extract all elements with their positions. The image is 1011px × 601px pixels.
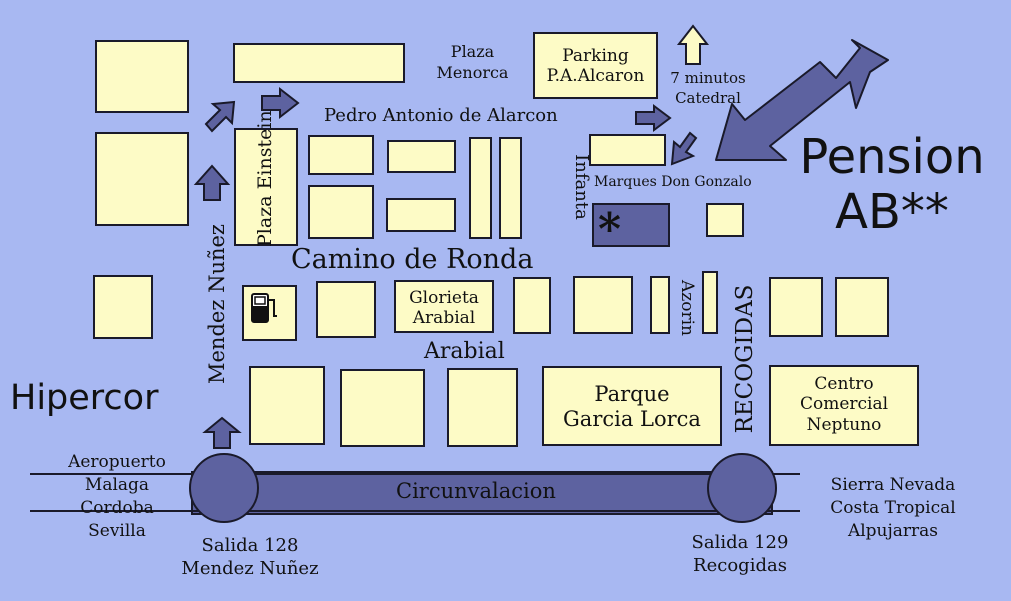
exit-128-line2: Mendez Nuñez xyxy=(181,558,319,580)
exit-128-label: Salida 128 Mendez Nuñez xyxy=(160,534,340,581)
parking-label-2: P.A.Alcaron xyxy=(546,66,645,87)
arrow-up-right-icon xyxy=(204,100,236,133)
plaza-menorca-1: Plaza xyxy=(450,42,495,61)
exit-129-label: Salida 129 Recogidas xyxy=(660,531,820,578)
pension-ab-block xyxy=(592,203,670,247)
plaza-einstein-label: Plaza Einstein xyxy=(254,110,276,247)
direction-item: Cordoba xyxy=(80,497,154,518)
street-camino-de-ronda: Camino de Ronda xyxy=(291,244,534,275)
block xyxy=(95,40,189,113)
glorieta-label-2: Arabial xyxy=(412,308,476,329)
arrow-right-icon xyxy=(635,104,672,132)
block xyxy=(249,366,325,445)
plaza-menorca-label: Plaza Menorca xyxy=(425,42,520,84)
block xyxy=(340,369,425,447)
catedral-2: Catedral xyxy=(675,88,741,107)
block xyxy=(447,368,518,447)
street-infanta: Infanta xyxy=(571,154,592,220)
glorieta-block: Glorieta Arabial xyxy=(394,280,494,333)
centro-label-1: Centro xyxy=(814,374,874,394)
block xyxy=(702,271,718,334)
parque-label-1: Parque xyxy=(594,382,670,406)
street-circunvalacion: Circunvalacion xyxy=(396,479,556,503)
direction-item: Costa Tropical xyxy=(830,497,956,518)
block xyxy=(469,137,492,239)
hipercor-label: Hipercor xyxy=(10,378,159,418)
parking-label-1: Parking xyxy=(562,46,629,66)
block xyxy=(95,132,189,226)
block xyxy=(308,135,374,175)
street-marques-don-gonzalo: Marques Don Gonzalo xyxy=(594,174,752,190)
block xyxy=(316,281,376,338)
exit-129-circle xyxy=(707,453,777,523)
block xyxy=(513,277,551,334)
pension-title-1: Pension xyxy=(799,129,985,185)
street-pedro-antonio: Pedro Antonio de Alarcon xyxy=(324,105,558,126)
block xyxy=(499,137,522,239)
direction-item: Alpujarras xyxy=(847,520,939,541)
big-curved-arrow-icon xyxy=(715,39,889,161)
direction-item: Sierra Nevada xyxy=(830,475,956,495)
exit-129-line2: Recogidas xyxy=(693,555,787,577)
catedral-1: 7 minutos xyxy=(670,69,746,87)
centro-label-2: Comercial xyxy=(799,394,889,415)
block xyxy=(835,277,889,337)
arrow-down-left-icon xyxy=(670,131,698,166)
street-arabial: Arabial xyxy=(424,339,505,364)
parque-garcia-lorca-block: Parque Garcia Lorca xyxy=(542,366,722,446)
block xyxy=(706,203,744,237)
block xyxy=(93,275,153,339)
direction-item: Sevilla xyxy=(88,520,146,541)
parking-block: Parking P.A.Alcaron xyxy=(533,32,658,99)
parque-label-2: Garcia Lorca xyxy=(563,407,701,432)
block xyxy=(308,185,374,239)
arrow-up-icon xyxy=(202,416,242,449)
directions-east: Sierra Nevada Costa Tropical Alpujarras xyxy=(808,474,978,543)
block xyxy=(650,276,670,334)
street-beatriz xyxy=(543,139,563,235)
pension-title-2: AB** xyxy=(835,184,949,241)
street-azorin: Azorin xyxy=(677,280,697,336)
plaza-einstein-block xyxy=(234,128,298,246)
street-recogidas: RECOGIDAS xyxy=(732,284,758,434)
centro-label-3: Neptuno xyxy=(806,414,882,435)
arrow-up-icon xyxy=(193,164,231,201)
direction-item: Aeropuerto xyxy=(68,452,166,472)
block xyxy=(589,134,666,166)
arrow-right-icon xyxy=(261,86,300,120)
asterisk-icon: * xyxy=(598,204,622,255)
directions-west: Aeropuerto Malaga Cordoba Sevilla xyxy=(42,451,192,543)
pension-title: Pension AB** xyxy=(782,129,1002,241)
exit-128-line1: Salida 128 xyxy=(201,535,299,556)
block xyxy=(769,277,823,337)
gas-station-icon xyxy=(251,293,277,323)
glorieta-label-1: Glorieta xyxy=(409,288,479,308)
block xyxy=(573,276,633,334)
street-mendez-nunez: Mendez Nuñez xyxy=(205,224,229,384)
arrow-up-icon xyxy=(676,24,710,65)
centro-comercial-block: Centro Comercial Neptuno xyxy=(769,365,919,446)
exit-129-line1: Salida 129 xyxy=(691,532,789,553)
direction-item: Malaga xyxy=(84,474,150,495)
block xyxy=(386,198,456,232)
block xyxy=(233,43,405,83)
plaza-menorca-2: Menorca xyxy=(436,62,509,82)
exit-128-circle xyxy=(189,453,259,523)
block xyxy=(387,140,456,173)
catedral-label: 7 minutos Catedral xyxy=(658,69,758,108)
